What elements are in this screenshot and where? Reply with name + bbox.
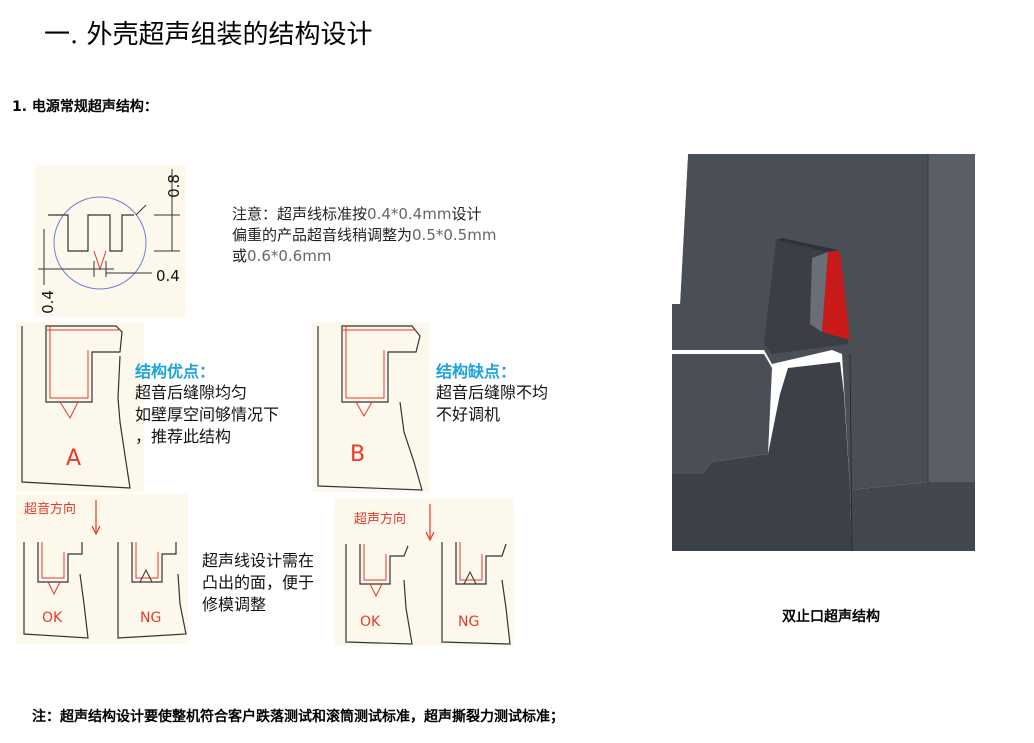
section-subtitle: 1. 电源常规超声结构： bbox=[12, 99, 158, 115]
design-note-line-1: 超声线设计需在 bbox=[202, 551, 315, 570]
structure-b-heading: 结构缺点： bbox=[436, 362, 517, 381]
direction-left-drawing bbox=[23, 500, 187, 639]
design-note: 超声线设计需在 凸出的面，便于 修模调整 bbox=[202, 550, 314, 616]
structure-a-line-2: 如壁厚空间够情况下 bbox=[135, 405, 280, 424]
dimension-diagram: 0.8 0.4 0.4 bbox=[34, 165, 186, 317]
structure-a-line-1: 超音后缝隙均匀 bbox=[135, 383, 248, 402]
footer-note: 注：超声结构设计要使整机符合客户跌落测试和滚筒测试标准，超声撕裂力测试标准； bbox=[32, 709, 564, 725]
structure-b-line-2: 不好调机 bbox=[436, 405, 501, 424]
structure-b-drawing bbox=[317, 325, 423, 491]
structure-b-diagram: B bbox=[312, 322, 430, 492]
page-title: 一. 外壳超声组装的结构设计 bbox=[44, 20, 373, 50]
ultrasonic-line-note: 注意：超声线标准按0.4*0.4mm设计 偏重的产品超音线稍调整为0.5*0.5… bbox=[232, 204, 562, 267]
dimension-drawing bbox=[38, 169, 180, 290]
structure-b-label: B bbox=[350, 442, 366, 467]
structure-b-line-1: 超音后缝隙不均 bbox=[436, 383, 549, 402]
direction-left-diagram: 超音方向 OK NG bbox=[16, 494, 188, 644]
structure-a-label: A bbox=[66, 446, 82, 471]
direction-right-ok: OK bbox=[360, 614, 381, 630]
direction-left-label: 超音方向 bbox=[24, 502, 77, 517]
dim-label-right: 0.4 bbox=[156, 267, 180, 285]
structure-a-heading: 结构优点： bbox=[135, 362, 216, 381]
structure-b-text: 结构缺点： 超音后缝隙不均 不好调机 bbox=[436, 358, 578, 426]
structure-a-drawing bbox=[21, 325, 131, 489]
direction-right-diagram: 超声方向 OK NG bbox=[334, 498, 514, 646]
structure-a-text: 结构优点： 超音后缝隙均匀 如壁厚空间够情况下 ，推荐此结构 bbox=[135, 358, 279, 448]
direction-right-ng: NG bbox=[458, 614, 480, 630]
note-line-1: 注意：超声线标准按0.4*0.4mm设计 bbox=[232, 205, 482, 223]
direction-left-ng: NG bbox=[140, 610, 162, 626]
note-line-3: 或0.6*0.6mm bbox=[232, 247, 332, 265]
design-note-line-3: 修模调整 bbox=[202, 595, 267, 614]
note-line-2: 偏重的产品超音线稍调整为0.5*0.5mm bbox=[232, 226, 497, 244]
render-caption: 双止口超声结构 bbox=[782, 609, 880, 625]
dim-label-top: 0.8 bbox=[164, 174, 183, 198]
structure-a-line-3: ，推荐此结构 bbox=[135, 427, 232, 446]
design-note-line-2: 凸出的面，便于 bbox=[202, 573, 315, 592]
direction-right-label: 超声方向 bbox=[354, 512, 407, 527]
dim-label-left: 0.4 bbox=[38, 290, 57, 314]
render-drawing bbox=[672, 154, 975, 551]
direction-left-ok: OK bbox=[42, 610, 63, 626]
direction-right-drawing bbox=[345, 504, 511, 645]
double-lip-render bbox=[672, 154, 975, 551]
structure-a-diagram: A bbox=[16, 322, 144, 492]
